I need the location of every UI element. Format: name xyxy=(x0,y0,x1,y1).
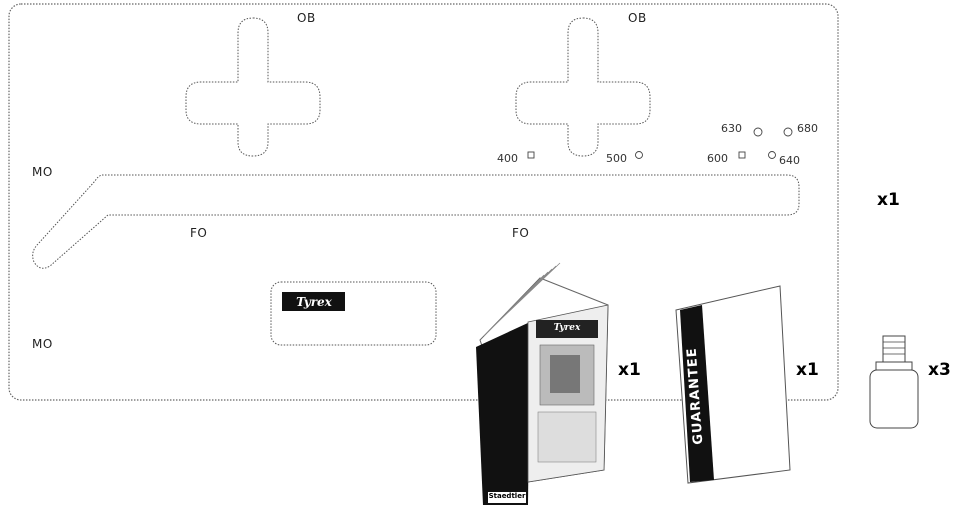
rail-label-left: FO xyxy=(190,226,208,240)
board-quantity: x1 xyxy=(877,190,900,210)
nozzle-fitting xyxy=(869,335,919,429)
fitting-quantity: x3 xyxy=(928,360,951,380)
rail-label-right: FO xyxy=(512,226,530,240)
hole-600 xyxy=(738,151,746,159)
hole-640 xyxy=(768,151,776,159)
guarantee-quantity: x1 xyxy=(796,360,819,380)
hole-label-630: 630 xyxy=(721,122,742,135)
manual-cover-brand: Tyrex xyxy=(553,323,581,333)
brand-badge-text: Tyrex xyxy=(296,295,332,309)
hole-label-500: 500 xyxy=(606,152,627,165)
hole-label-680: 680 xyxy=(797,122,818,135)
board-outline xyxy=(8,3,839,401)
side-label-top: MO xyxy=(32,165,53,179)
hole-label-600: 600 xyxy=(707,152,728,165)
hook-cutout-left xyxy=(185,17,321,157)
rail-slot xyxy=(32,174,800,269)
hole-630 xyxy=(753,127,763,137)
hook-label-right: OB xyxy=(628,11,647,25)
manual-booklet xyxy=(476,262,609,505)
hole-500 xyxy=(635,151,643,159)
hole-400 xyxy=(527,151,535,159)
hole-label-400: 400 xyxy=(497,152,518,165)
hook-label-left: OB xyxy=(297,11,316,25)
guarantee-card xyxy=(675,285,791,484)
label-plate xyxy=(270,281,437,346)
side-label-bottom: MO xyxy=(32,337,53,351)
manual-quantity: x1 xyxy=(618,360,641,380)
brand-badge xyxy=(282,292,345,311)
hole-680 xyxy=(783,127,793,137)
hook-cutout-right xyxy=(515,17,651,157)
hole-label-640: 640 xyxy=(779,154,800,167)
manual-back-logo: Staedtler xyxy=(488,492,526,500)
